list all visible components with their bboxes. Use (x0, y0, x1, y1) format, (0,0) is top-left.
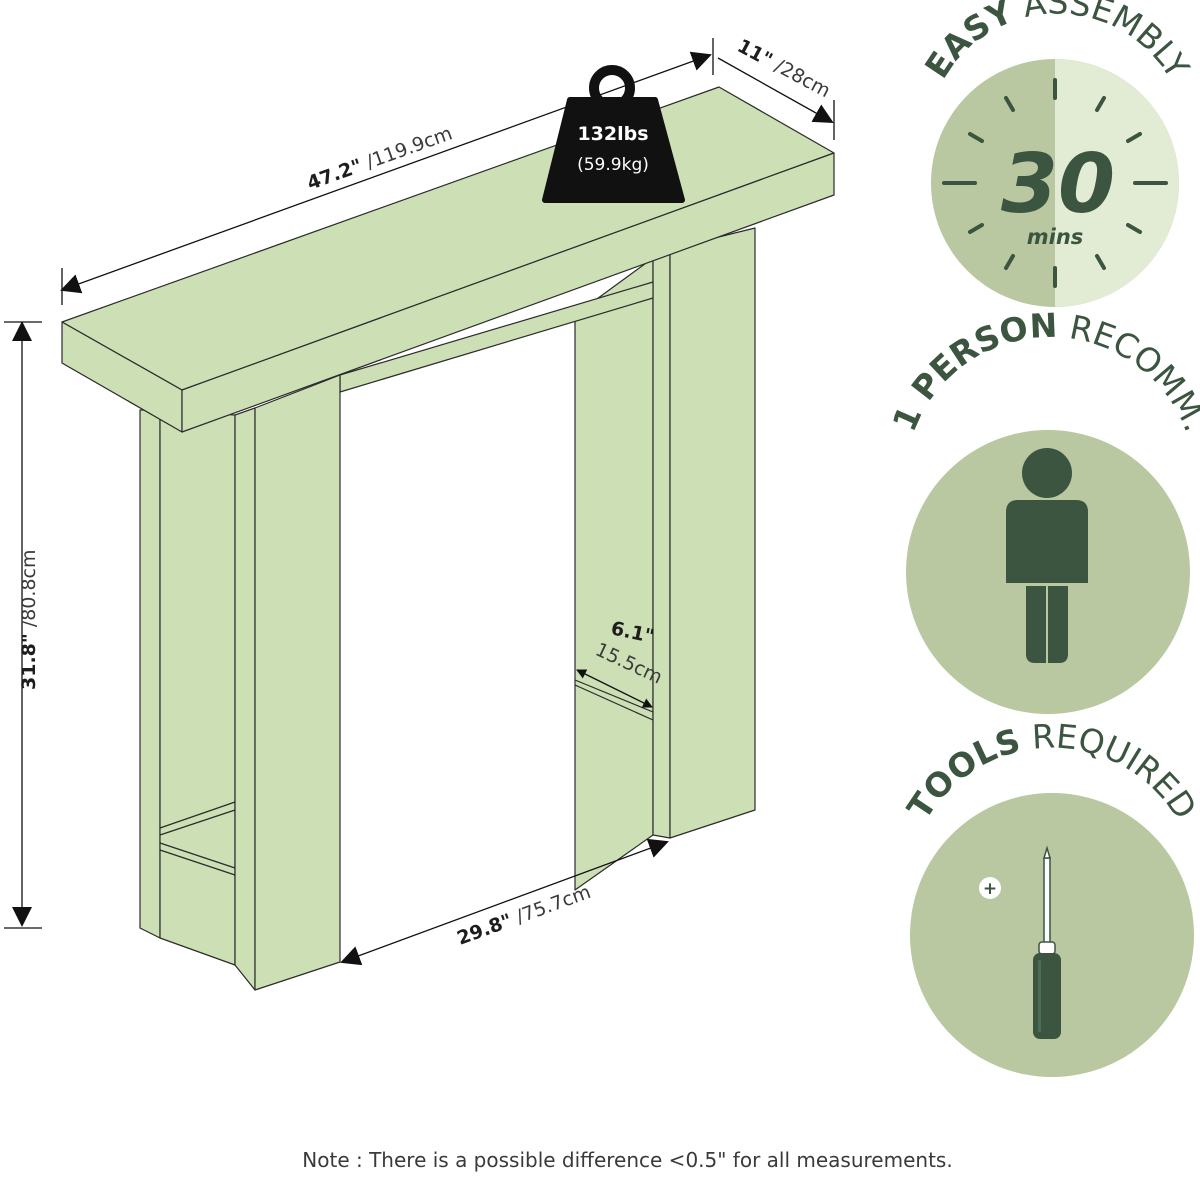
weight-metric: (59.9kg) (577, 155, 649, 175)
svg-text:29.8" /75.7cm: 29.8" /75.7cm (454, 881, 594, 950)
opening-dimension: 29.8" /75.7cm (454, 881, 594, 950)
weight-imperial: 132lbs (577, 123, 648, 145)
width-dimension: 47.2" /119.9cm (304, 122, 455, 194)
person-icon (1006, 448, 1088, 663)
svg-text:11" /28cm: 11" /28cm (734, 35, 834, 102)
width-imperial: 47.2" (304, 155, 365, 195)
opening-metric: /75.7cm (508, 881, 594, 930)
svg-text:1 PERSON RECOMM.: 1 PERSON RECOMM. (885, 306, 1200, 437)
opening-imperial: 29.8" (454, 910, 515, 950)
clock-icon (942, 78, 1168, 288)
weight-icon: 132lbs (59.9kg) (542, 65, 685, 203)
right-leg (574, 227, 756, 891)
console-table-drawing (61, 86, 835, 991)
dimension-lines (4, 38, 835, 966)
plus-icon: + (979, 877, 1001, 899)
person-count-label: 1 PERSON (885, 306, 1058, 437)
depth-metric: /28cm (766, 52, 834, 102)
badge-person: 1 PERSON RECOMM. (885, 306, 1200, 714)
measurement-note: Note : There is a possible difference <0… (302, 1148, 953, 1172)
badge-easy-assembly: EASY ASSEMBLY 30 mins (917, 0, 1197, 307)
width-metric: /119.9cm (358, 122, 456, 175)
height-metric: /80.8cm (18, 550, 40, 634)
assembly-unit: mins (1027, 225, 1084, 249)
assembly-time: 30 (1001, 137, 1115, 232)
depth-dimension: 11" /28cm (734, 35, 834, 102)
recommended-label: RECOMM. (1057, 306, 1200, 436)
height-imperial: 31.8" (18, 633, 40, 690)
svg-text:47.2" /119.9cm: 47.2" /119.9cm (304, 122, 455, 194)
left-leg (139, 374, 341, 991)
badge-tools: TOOLS REQUIRED + (899, 716, 1200, 1077)
svg-text:31.8" /80.8cm: 31.8" /80.8cm (18, 550, 40, 690)
screwdriver-icon (1033, 845, 1061, 1039)
plus-symbol: + (983, 879, 997, 899)
height-dimension: 31.8" /80.8cm (18, 550, 40, 690)
